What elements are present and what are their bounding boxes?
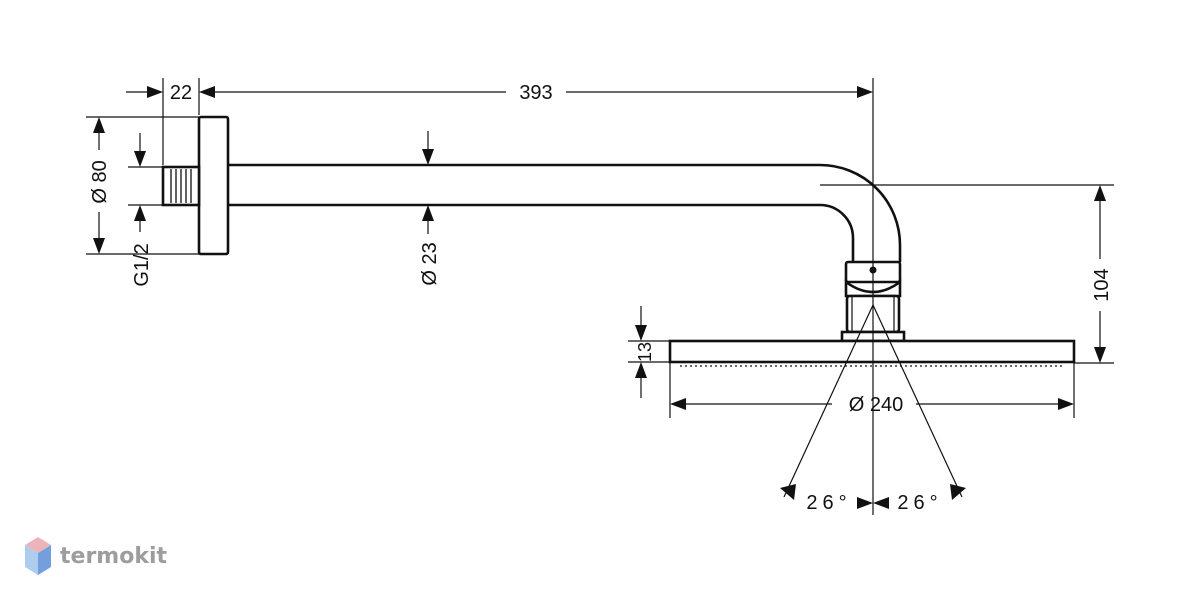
wall-flange xyxy=(197,115,230,256)
shower-head xyxy=(668,339,1076,367)
dim-head-thickness: 13 xyxy=(628,306,670,398)
arm-length-label: 393 xyxy=(519,82,552,104)
flange-depth-label: 22 xyxy=(170,82,192,104)
termokit-watermark: termokit xyxy=(25,537,167,575)
dim-arm-diameter: Ø 23 xyxy=(419,131,441,286)
dim-spray-angles: 26° 26° xyxy=(780,484,966,514)
shower-arm xyxy=(228,163,902,262)
arm-diameter-label: Ø 23 xyxy=(419,242,441,285)
watermark-brand: termokit xyxy=(60,544,167,569)
spray-angle-right-label: 26° xyxy=(897,492,942,514)
dim-head-diameter: Ø 240 xyxy=(669,362,1075,418)
termokit-logo-icon xyxy=(25,537,51,575)
head-diameter-label: Ø 240 xyxy=(849,394,903,416)
dim-flange-diameter: Ø 80 xyxy=(86,116,199,255)
dim-arm-length: 393 xyxy=(215,82,873,104)
thread-label: G1/2 xyxy=(131,243,153,286)
dim-flange-depth: 22 xyxy=(126,78,215,165)
spray-angle-left-label: 26° xyxy=(806,492,851,514)
thread-connector xyxy=(161,165,201,207)
head-drop-label: 104 xyxy=(1091,268,1113,301)
dim-head-drop: 104 xyxy=(820,184,1114,364)
head-thickness-label: 13 xyxy=(635,342,655,362)
dim-thread: G1/2 xyxy=(128,133,163,287)
flange-diameter-label: Ø 80 xyxy=(89,160,111,203)
spray-cone xyxy=(783,304,963,498)
